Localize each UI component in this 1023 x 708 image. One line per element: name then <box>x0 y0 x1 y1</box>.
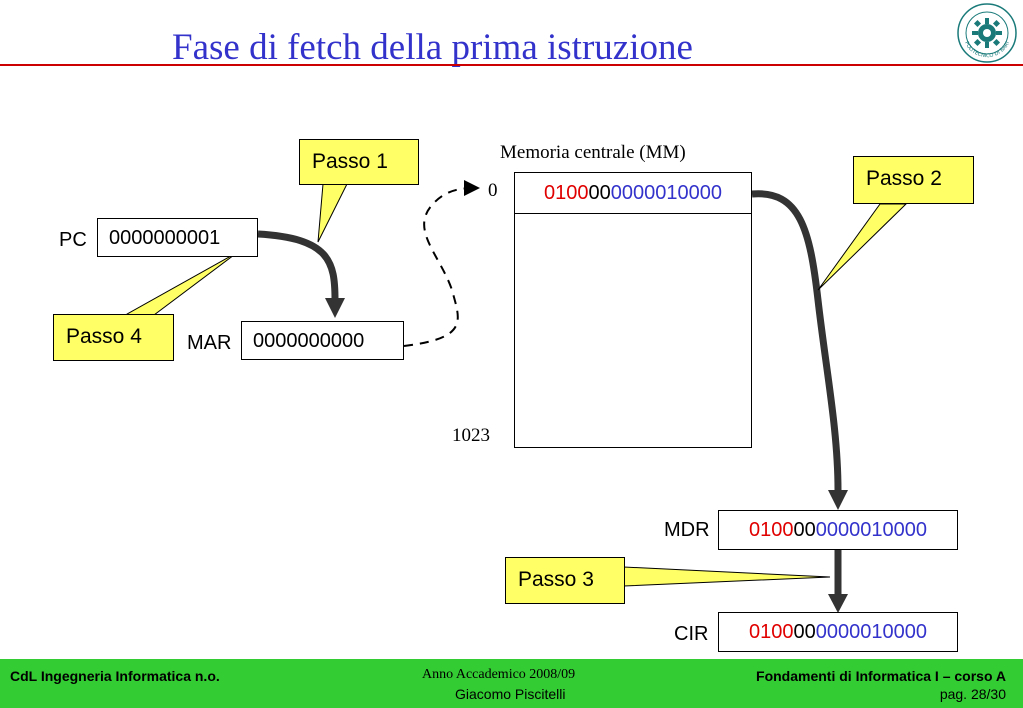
cir-address: 0000010000 <box>815 621 927 643</box>
mar-to-memory-dashed-arrow <box>403 180 480 347</box>
callout-pointer-passo-1 <box>317 183 348 243</box>
callout-passo-3: Passo 3 <box>505 557 625 604</box>
memory-title: Memoria centrale (MM) <box>500 142 686 163</box>
memory-to-mdr-arrow <box>751 190 842 491</box>
pc-to-mar-arrowhead <box>325 298 345 318</box>
pc-value: 0000000001 <box>109 226 221 249</box>
cir-opcode: 0100 <box>749 621 794 643</box>
callout-passo-1: Passo 1 <box>299 139 419 185</box>
mdr-opcode: 0100 <box>749 519 794 541</box>
footer-subject: Fondamenti di Informatica I – corso A <box>756 668 1006 684</box>
university-seal-icon: POLITECNICO DI BARI <box>957 3 1017 63</box>
cir-mode: 00 <box>793 621 816 643</box>
cir-label: CIR <box>674 623 709 645</box>
callout-passo-4: Passo 4 <box>53 314 174 361</box>
footer-author: Giacomo Piscitelli <box>455 686 566 702</box>
footer-course: CdL Ingegneria Informatica n.o. <box>10 668 220 684</box>
memory-word-opcode: 0100 <box>544 181 589 204</box>
page-title: Fase di fetch della prima istruzione <box>172 27 693 68</box>
callout-pointer-passo-2 <box>817 203 908 291</box>
pc-register: 0000000001 <box>97 218 258 257</box>
memory-word-address: 0000010000 <box>610 181 722 204</box>
mdr-label: MDR <box>664 519 710 541</box>
mar-register: 0000000000 <box>241 321 404 360</box>
mar-label: MAR <box>187 332 232 354</box>
mdr-address: 0000010000 <box>815 519 927 541</box>
footer-bar: CdL Ingegneria Informatica n.o. Anno Acc… <box>0 659 1023 708</box>
title-divider <box>0 64 1023 66</box>
footer-academic-year: Anno Accademico 2008/09 <box>422 667 576 682</box>
mar-value: 0000000000 <box>253 329 365 352</box>
callout-passo-2: Passo 2 <box>853 156 974 204</box>
pc-label: PC <box>59 229 87 251</box>
callout-pointer-passo-4 <box>118 251 239 319</box>
callout-pointer-passo-3 <box>623 566 831 587</box>
memory-to-mdr-arrowhead <box>828 490 848 510</box>
mdr-to-cir-arrowhead <box>828 594 848 613</box>
mdr-mode: 00 <box>793 519 816 541</box>
memory-first-address: 0 <box>488 180 498 201</box>
footer-page-number: pag. 28/30 <box>939 686 1006 702</box>
pc-to-mar-arrow <box>257 230 339 301</box>
memory-word-mode: 00 <box>588 181 611 204</box>
memory-last-address: 1023 <box>452 425 490 446</box>
